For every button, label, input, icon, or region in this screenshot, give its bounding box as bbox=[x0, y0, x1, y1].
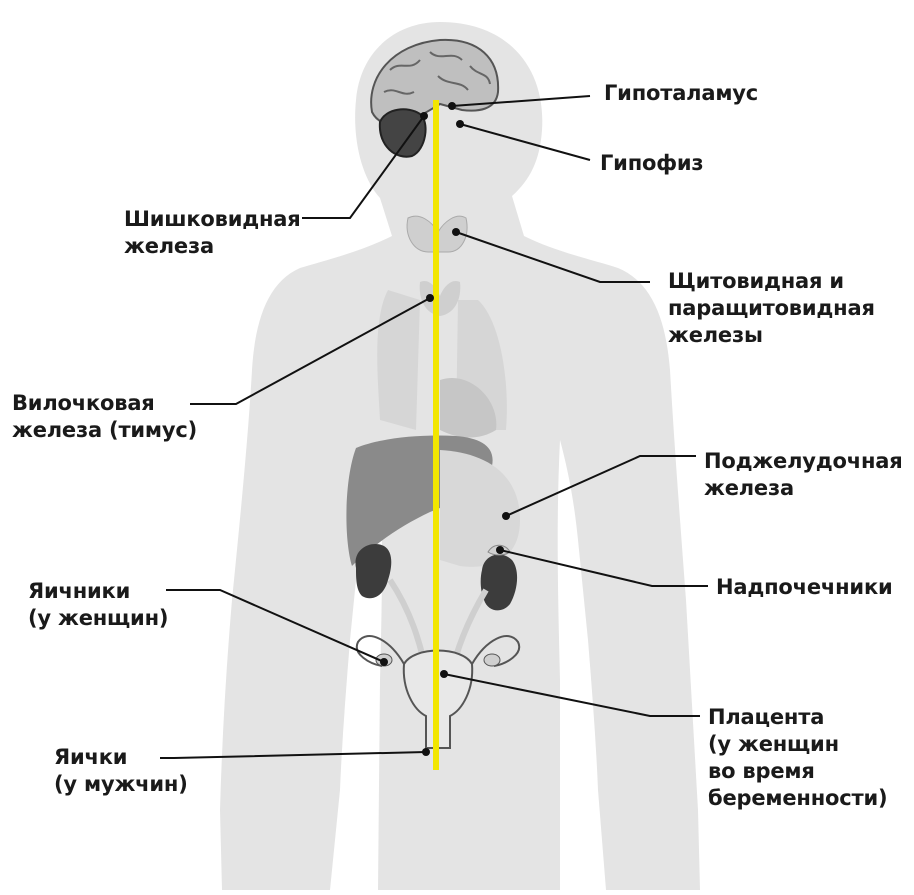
label-thyroid-line2: паращитовидная bbox=[668, 296, 875, 320]
label-placenta-line1: Плацента bbox=[708, 705, 825, 729]
ovary-right bbox=[483, 653, 501, 667]
label-pancreas-line1: Поджелудочная bbox=[704, 449, 903, 473]
label-pancreas-line2: железа bbox=[704, 476, 794, 500]
leader-hypothalamus bbox=[451, 95, 591, 107]
dot-pineal bbox=[420, 112, 428, 120]
label-pineal: Шишковидная железа bbox=[124, 206, 301, 260]
label-thymus-line2: железа (тимус) bbox=[12, 418, 198, 442]
dot-thymus bbox=[426, 294, 434, 302]
label-hypothalamus: Гипоталамус bbox=[604, 80, 758, 107]
leader-pituitary bbox=[459, 123, 591, 161]
label-ovaries-line1: Яичники bbox=[28, 579, 131, 603]
label-testes-line1: Яички bbox=[54, 745, 128, 769]
leader-testes bbox=[160, 751, 427, 759]
kidney-right bbox=[480, 554, 518, 611]
leader-placenta bbox=[443, 673, 700, 717]
label-pancreas: Поджелудочная железа bbox=[704, 448, 903, 502]
brain-folds bbox=[383, 51, 491, 95]
dot-pituitary bbox=[456, 120, 464, 128]
dot-hypothalamus bbox=[448, 102, 456, 110]
dot-thyroid bbox=[452, 228, 460, 236]
heart bbox=[440, 378, 497, 438]
label-thymus-line1: Вилочковая bbox=[12, 391, 155, 415]
label-adrenals: Надпочечники bbox=[716, 574, 893, 601]
dot-placenta bbox=[440, 670, 448, 678]
label-pineal-line2: железа bbox=[124, 234, 214, 258]
label-thyroid-line1: Щитовидная и bbox=[668, 269, 844, 293]
label-pituitary: Гипофиз bbox=[600, 150, 704, 177]
intestine-area bbox=[440, 450, 520, 567]
label-thyroid: Щитовидная и паращитовидная железы bbox=[668, 268, 875, 349]
leader-lines bbox=[160, 95, 708, 759]
label-placenta: Плацента (у женщин во время беременности… bbox=[708, 704, 888, 812]
cerebellum bbox=[378, 108, 427, 158]
dot-testes bbox=[422, 748, 430, 756]
dot-adrenals bbox=[496, 546, 504, 554]
label-testes-line2: (у мужчин) bbox=[54, 772, 188, 796]
leader-pancreas bbox=[505, 455, 696, 517]
label-ovaries-line2: (у женщин) bbox=[28, 606, 169, 630]
label-thymus: Вилочковая железа (тимус) bbox=[12, 390, 197, 444]
leader-pineal bbox=[302, 115, 425, 219]
leader-ovaries bbox=[166, 589, 385, 663]
label-thyroid-line3: железы bbox=[668, 323, 763, 347]
label-placenta-line4: беременности) bbox=[708, 786, 888, 810]
leader-dots bbox=[380, 102, 510, 756]
label-ovaries: Яичники (у женщин) bbox=[28, 578, 168, 632]
thymus-gland bbox=[419, 280, 461, 316]
label-hypothalamus-text: Гипоталамус bbox=[604, 81, 759, 105]
label-testes: Яички (у мужчин) bbox=[54, 744, 188, 798]
label-pituitary-text: Гипофиз bbox=[600, 151, 704, 175]
label-placenta-line2: (у женщин bbox=[708, 732, 839, 756]
label-adrenals-text: Надпочечники bbox=[716, 575, 893, 599]
label-placenta-line3: во время bbox=[708, 759, 815, 783]
leader-thyroid bbox=[455, 231, 650, 283]
fallopian-tubes bbox=[355, 635, 521, 667]
dot-ovaries bbox=[380, 658, 388, 666]
leader-thymus bbox=[190, 297, 431, 405]
label-pineal-line1: Шишковидная bbox=[124, 207, 301, 231]
kidney-left bbox=[355, 544, 392, 599]
leader-adrenals bbox=[499, 549, 708, 587]
dot-pancreas bbox=[502, 512, 510, 520]
